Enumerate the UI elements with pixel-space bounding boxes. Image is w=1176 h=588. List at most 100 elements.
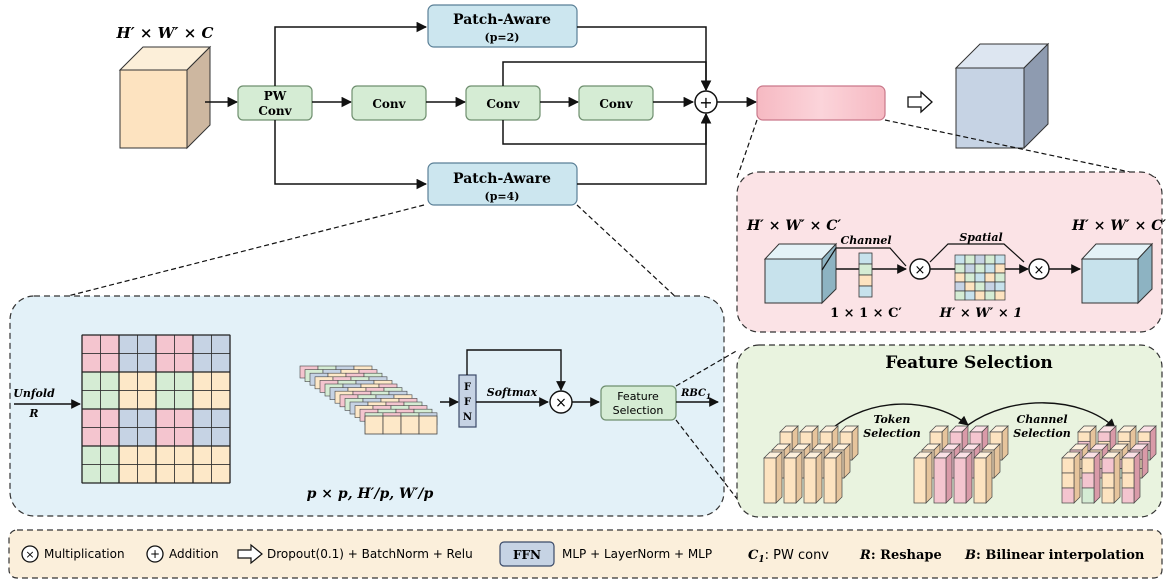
- patch-cell: [81, 464, 101, 484]
- patch-cell: [211, 353, 231, 373]
- patch-cell: [155, 408, 175, 428]
- patch-cell: [174, 353, 194, 373]
- addition-symbol: +: [699, 93, 712, 112]
- top-flow: H′ × W′ × C PW Conv Conv Conv Conv Patch…: [116, 4, 1159, 206]
- conv-box-3: [578, 85, 654, 121]
- patch-cell: [100, 334, 120, 354]
- patch-cell: [100, 390, 120, 410]
- patch-cell: [137, 464, 157, 484]
- patch-cell: [174, 464, 194, 484]
- patch-cell: [81, 390, 101, 410]
- patch-cell: [81, 427, 101, 447]
- patch-cell: [137, 371, 157, 391]
- legend-ffn-desc: MLP + LayerNorm + MLP: [562, 547, 712, 561]
- patch-aware-p4-title: Patch-Aware: [453, 171, 551, 187]
- conv-label-3: Conv: [599, 97, 633, 111]
- patch-cell: [81, 334, 101, 354]
- patch-cell: [118, 445, 138, 465]
- patch-aware-p2-param: (p=2): [485, 31, 520, 44]
- patch-cell: [81, 353, 101, 373]
- patch-cell: [118, 427, 138, 447]
- patch-cell: [118, 464, 138, 484]
- legend-multiplication-icon: [21, 545, 39, 563]
- legend-dropout: Dropout(0.1) + BatchNorm + Relu: [267, 547, 473, 561]
- patch-cell: [137, 390, 157, 410]
- legend-bilinear: B: Bilinear interpolation: [964, 548, 1145, 563]
- patch-cell: [211, 427, 231, 447]
- token-stack: [299, 365, 438, 435]
- unfold-label: Unfold: [13, 387, 55, 400]
- legend-reshape: R: Reshape: [859, 548, 942, 563]
- legend-add-symbol: +: [150, 547, 160, 561]
- conv-label-2: Conv: [486, 97, 520, 111]
- patch-cell: [192, 390, 212, 410]
- patch-cell: [100, 464, 120, 484]
- patch-cell: [81, 408, 101, 428]
- token-front-cell: [364, 415, 384, 435]
- feature-selection-title: Feature Selection: [885, 353, 1053, 373]
- pw-conv-label-1: PW: [264, 89, 287, 103]
- patch-aware-p2-title: Patch-Aware: [453, 12, 551, 28]
- patch-cell: [155, 353, 175, 373]
- patch-cell: [174, 371, 194, 391]
- patch-cell: [192, 445, 212, 465]
- input-dim-label: H′ × W′ × C: [116, 24, 214, 42]
- spatial-map: [954, 254, 1006, 301]
- patch-cell: [137, 445, 157, 465]
- patch-cell: [211, 371, 231, 391]
- token-front-cell: [418, 415, 438, 435]
- input-cube: [118, 45, 212, 150]
- token-group-selected: [913, 425, 1009, 504]
- patch-cell: [100, 408, 120, 428]
- rbc-label: RBC1: [680, 388, 711, 401]
- ffn-letter-3: N: [463, 412, 472, 423]
- patch-cell: [192, 334, 212, 354]
- reshape-label: R: [28, 407, 38, 420]
- patch-cell: [155, 427, 175, 447]
- patch-mul-symbol: ×: [555, 395, 567, 411]
- patch-aware-p4-param: (p=4): [485, 190, 520, 203]
- ffn-letter-1: F: [464, 382, 471, 393]
- patch-cell: [211, 445, 231, 465]
- output-cube: [954, 42, 1050, 150]
- legend-ffn-box: [499, 541, 555, 567]
- token-group-channel-selected: [1061, 425, 1157, 504]
- patch-panel: Unfold R F F N Softmax × Feature Selecti…: [9, 204, 725, 517]
- attention-module-bar: [756, 85, 886, 121]
- patch-cell: [100, 353, 120, 373]
- spatial-label: Spatial: [959, 231, 1002, 244]
- patch-cell: [118, 353, 138, 373]
- patch-cell: [118, 408, 138, 428]
- attention-out-cube: [1080, 242, 1154, 305]
- patch-cell: [81, 445, 101, 465]
- patch-cell: [137, 408, 157, 428]
- patch-cell: [118, 371, 138, 391]
- attention-out-dim: H′ × W′ × C′: [1071, 218, 1166, 234]
- patch-cell: [155, 445, 175, 465]
- token-group-input: [763, 425, 859, 504]
- patch-cell: [192, 427, 212, 447]
- channel-selection-label-1: Channel: [1016, 413, 1067, 426]
- patch-cell: [155, 371, 175, 391]
- patch-cell: [174, 390, 194, 410]
- channel-selection-label-2: Selection: [1013, 427, 1070, 440]
- attention-in-cube: [763, 242, 838, 305]
- patch-cell: [192, 371, 212, 391]
- patch-cell: [192, 353, 212, 373]
- pw-conv-label-2: Conv: [258, 104, 292, 118]
- patch-cell: [155, 464, 175, 484]
- patch-cell: [211, 408, 231, 428]
- conv-box-1: [351, 85, 427, 121]
- legend-addition-icon: [146, 545, 164, 563]
- patch-grid: [81, 334, 231, 484]
- patch-cell: [155, 334, 175, 354]
- shape-caption: p × p, H′/p, W′/p: [307, 486, 434, 502]
- attention-mul-symbol-1: ×: [915, 263, 926, 278]
- channel-vector: [858, 252, 873, 298]
- patch-cell: [118, 334, 138, 354]
- ffn-letter-2: F: [464, 397, 471, 408]
- token-selection-label-1: Token: [874, 413, 911, 426]
- patch-cell: [174, 408, 194, 428]
- patch-cell: [211, 390, 231, 410]
